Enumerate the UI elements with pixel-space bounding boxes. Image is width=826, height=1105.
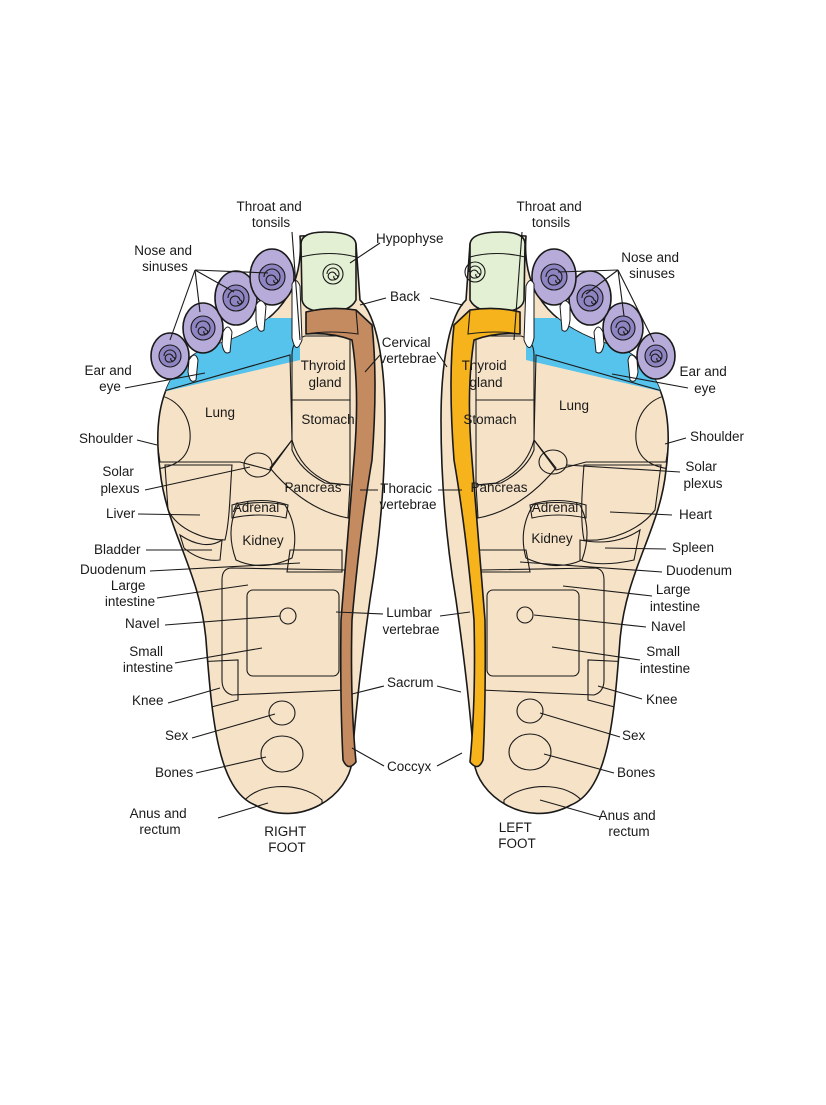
label-heart: Heart [679,507,712,522]
title-right-foot: RIGHT FOOT [264,824,310,855]
left-adrenal-zone [529,499,587,519]
label-large-left: Large intestine [650,582,700,614]
left-back-zone [467,307,521,335]
left-lung-zone [533,354,669,471]
left-large-intestine-zone [480,567,605,696]
left-kidney-zone [522,501,588,567]
label-duodenum-right: Duodenum [80,562,146,577]
label-ear-left: Ear and eye [679,364,730,396]
left-bones-zone [508,733,552,771]
left-spine [450,307,521,768]
label-thoracic: Thoracic vertebrae [379,481,436,512]
right-back-zone [305,307,359,335]
right-foot [150,231,386,815]
label-coccyx: Coccyx [387,759,432,774]
left-sex-zone [516,698,544,724]
right-bones-zone [260,735,304,773]
label-large-right: Large intestine [105,578,155,609]
label-thyroid-left: Thyroid gland [462,358,511,390]
label-nose-right: Nose and sinuses [134,243,196,274]
label-navel-right: Navel [125,616,160,631]
label-pancreas-right: Pancreas [284,480,341,495]
left-navel-zone [516,606,534,624]
right-spine [305,307,376,768]
label-lung-right: Lung [205,405,235,420]
label-bones-right: Bones [155,765,194,780]
left-spleen-zone [579,528,641,565]
label-shoulder-right: Shoulder [79,431,134,446]
label-bones-left: Bones [617,765,656,780]
label-anus-left: Anus and rectum [599,808,660,839]
label-knee-right: Knee [132,693,164,708]
label-adrenal-left: Adrenal [532,500,579,515]
label-kidney-left: Kidney [531,531,573,546]
right-duodenum-zone [286,549,343,573]
label-kidney-right: Kidney [242,533,284,548]
label-lumbar: Lumbar vertebrae [382,605,439,637]
right-bladder-zone [179,533,223,561]
right-liver-zone [164,464,233,541]
label-small-left: Small intestine [640,644,690,676]
label-small-right: Small intestine [123,644,173,675]
label-cervical: Cervical vertebrae [379,335,436,366]
label-ear-right: Ear and eye [84,363,135,394]
title-left-foot: LEFT FOOT [498,820,536,851]
label-sex-left: Sex [622,728,646,743]
right-pancreas-zone [269,438,351,519]
label-shoulder-left: Shoulder [690,429,745,444]
right-lung-zone [157,354,293,471]
label-lung-left: Lung [559,398,589,413]
label-throat-left: Throat and tonsils [516,199,585,230]
label-duodenum-left: Duodenum [666,563,732,578]
right-hypophyse-toe [300,231,357,313]
label-pancreas-left: Pancreas [470,480,527,495]
label-sacrum: Sacrum [387,675,434,690]
label-nose-left: Nose and sinuses [621,250,683,281]
label-navel-left: Navel [651,619,686,634]
label-spleen: Spleen [672,540,714,555]
left-foot [440,231,676,815]
leader-lines [124,231,689,819]
label-throat-right: Throat and tonsils [236,199,305,230]
label-hypophyse: Hypophyse [376,231,444,246]
right-kidney-zone [230,501,296,567]
label-adrenal-right: Adrenal [233,500,280,515]
right-adrenal-zone [231,499,289,519]
left-small-intestine-zone [486,589,580,677]
right-sex-zone [268,700,296,726]
left-solar-plexus-zone [538,449,568,475]
right-small-intestine-zone [246,589,340,677]
label-knee-left: Knee [646,692,678,707]
left-pancreas-zone [475,438,557,519]
labels: Throat and tonsils Nose and sinuses Ear … [79,199,745,855]
right-large-intestine-zone [221,567,346,696]
right-hypophyse-cap [300,231,357,258]
label-solar-right: Solar plexus [100,464,139,496]
label-stomach-right: Stomach [301,412,354,427]
label-back: Back [390,289,420,304]
right-solar-plexus-zone [243,452,273,478]
label-stomach-left: Stomach [463,412,516,427]
label-sex-right: Sex [165,728,189,743]
label-thyroid-right: Thyroid gland [301,358,350,390]
label-liver: Liver [106,506,136,521]
label-anus-right: Anus and rectum [130,806,191,837]
label-bladder: Bladder [94,542,141,557]
label-solar-left: Solar plexus [683,459,722,491]
left-heart-zone [581,464,662,541]
